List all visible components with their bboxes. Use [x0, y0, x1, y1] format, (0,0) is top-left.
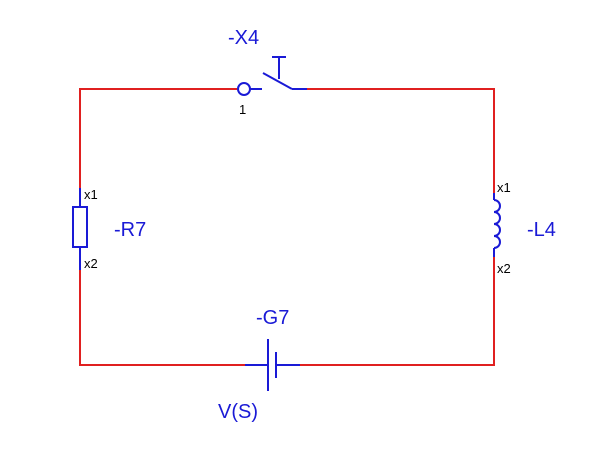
resistor-pin-bottom-label: x2	[84, 256, 98, 271]
battery-type-label: V(S)	[218, 401, 258, 423]
inductor-pin-top-label: x1	[497, 180, 511, 195]
switch-terminal-circle	[237, 82, 251, 96]
wire-right-bottom	[300, 255, 495, 366]
switch-blade	[262, 72, 293, 90]
inductor-l4[interactable]: x1 x2 -L4	[493, 180, 556, 276]
inductor-designation: -L4	[527, 219, 556, 241]
switch-designation: -X4	[228, 27, 259, 49]
wire-bottom-left	[79, 270, 245, 366]
battery-g7[interactable]: -G7 V(S)	[218, 307, 300, 423]
battery-designation: -G7	[256, 307, 289, 329]
inductor-coil	[493, 199, 501, 249]
resistor-body	[72, 206, 88, 248]
resistor-designation: -R7	[114, 219, 146, 241]
switch-x4[interactable]: -X4 1	[228, 27, 307, 117]
wire-top-right	[307, 88, 495, 195]
resistor-pin-top-label: x1	[84, 187, 98, 202]
resistor-r7[interactable]: x1 x2 -R7	[72, 187, 146, 271]
switch-pin-label: 1	[239, 102, 246, 117]
wires	[79, 88, 495, 366]
inductor-pin-bottom-label: x2	[497, 261, 511, 276]
wire-top-left	[79, 88, 237, 190]
